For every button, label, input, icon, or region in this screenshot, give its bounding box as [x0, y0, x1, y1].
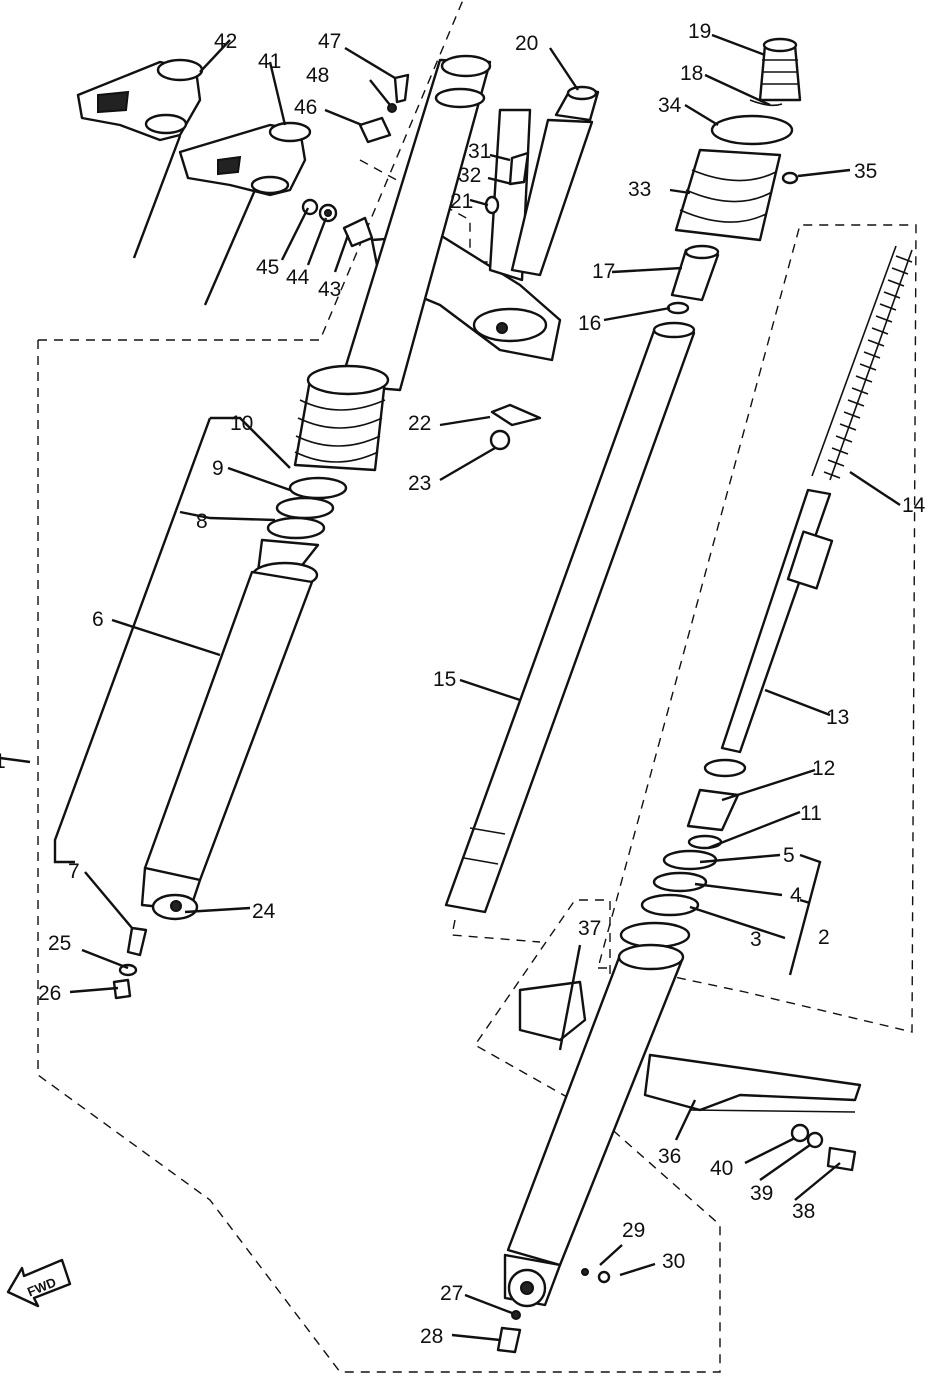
handlebar-brackets	[76, 58, 312, 306]
label-39: 39	[750, 1182, 773, 1205]
label-4: 4	[790, 884, 802, 907]
label-15: 15	[433, 668, 456, 691]
label-33: 33	[628, 178, 651, 201]
label-37: 37	[578, 917, 601, 940]
label-43: 43	[318, 278, 341, 301]
small-hardware-middle	[489, 403, 542, 451]
label-34: 34	[658, 94, 682, 117]
fwd-arrow: FWD	[6, 1258, 72, 1308]
label-23: 23	[408, 472, 431, 495]
leader-lines	[0, 33, 901, 1342]
label-25: 25	[48, 932, 71, 955]
label-27: 27	[440, 1282, 463, 1305]
label-2: 2	[818, 926, 830, 949]
label-11: 11	[800, 802, 822, 825]
label-22: 22	[408, 412, 431, 435]
small-hardware-top	[301, 73, 410, 248]
label-19: 19	[688, 20, 711, 43]
label-38: 38	[792, 1200, 815, 1223]
label-9: 9	[212, 457, 224, 480]
label-35: 35	[854, 160, 877, 183]
label-18: 18	[680, 62, 703, 85]
label-47: 47	[318, 30, 341, 53]
label-24: 24	[252, 900, 276, 923]
label-7: 7	[68, 860, 80, 883]
label-44: 44	[286, 266, 310, 289]
label-14: 14	[902, 494, 926, 517]
label-46: 46	[294, 96, 317, 119]
label-5: 5	[783, 844, 795, 867]
damper-and-spring	[686, 245, 913, 850]
label-36: 36	[658, 1145, 681, 1168]
label-16: 16	[578, 312, 601, 335]
label-32: 32	[458, 164, 481, 187]
label-31: 31	[468, 140, 491, 163]
label-45: 45	[256, 256, 279, 279]
label-26: 26	[38, 982, 61, 1005]
label-29: 29	[622, 1219, 645, 1242]
label-21: 21	[450, 190, 473, 213]
label-13: 13	[826, 706, 849, 729]
label-1: 1	[0, 750, 6, 773]
fender-stay	[643, 1053, 862, 1172]
left-fork-assembly	[112, 54, 492, 1000]
label-28: 28	[420, 1325, 443, 1348]
callout-labels: 1 2 3 4 5 6 7 8 9 10 11 12 13 14 15 16 1…	[0, 20, 926, 1348]
right-boot-assembly	[674, 37, 802, 242]
label-12: 12	[812, 757, 835, 780]
label-3: 3	[750, 928, 762, 951]
label-20: 20	[515, 32, 538, 55]
label-41: 41	[258, 50, 281, 73]
label-8: 8	[196, 510, 208, 533]
label-10: 10	[230, 412, 253, 435]
label-17: 17	[592, 260, 615, 283]
inner-tube-15	[444, 244, 720, 914]
label-30: 30	[662, 1250, 685, 1273]
label-48: 48	[306, 64, 329, 87]
label-40: 40	[710, 1157, 733, 1180]
label-6: 6	[92, 608, 104, 631]
right-slider-assembly	[496, 849, 718, 1354]
label-42: 42	[214, 30, 237, 53]
